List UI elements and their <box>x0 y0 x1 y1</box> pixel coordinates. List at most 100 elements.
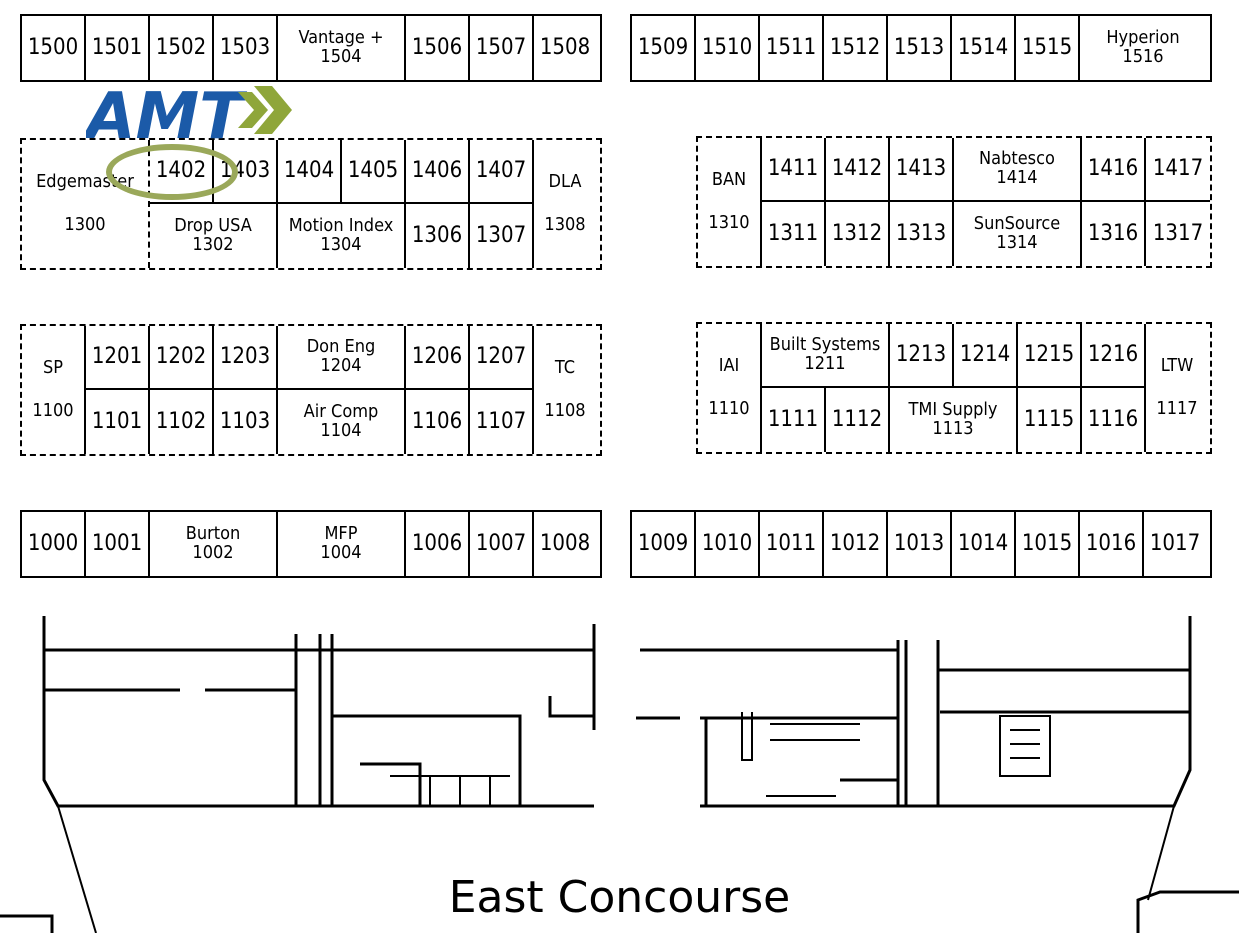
booth-1216[interactable]: 1216 <box>1082 324 1146 388</box>
booth-1108-tc[interactable]: TC 1108 <box>534 326 596 454</box>
booth-1006[interactable]: 1006 <box>406 512 470 576</box>
booth-1513[interactable]: 1513 <box>888 16 952 80</box>
booth-1215[interactable]: 1215 <box>1018 324 1082 388</box>
booth-1117-ltw[interactable]: LTW 1117 <box>1146 324 1208 452</box>
booth-row-1000-right: 1009 1010 1011 1012 1013 1014 1015 1016 … <box>630 510 1212 578</box>
booth-1302-drop-usa[interactable]: Drop USA 1302 <box>150 204 278 268</box>
booth-1515[interactable]: 1515 <box>1016 16 1080 80</box>
booth-1306[interactable]: 1306 <box>406 204 470 268</box>
booth-1111[interactable]: 1111 <box>762 388 826 452</box>
booth-1412[interactable]: 1412 <box>826 138 890 202</box>
booth-1211-built-systems[interactable]: Built Systems 1211 <box>762 324 890 388</box>
booth-1500[interactable]: 1500 <box>22 16 86 80</box>
booth-1110-iai[interactable]: IAI 1110 <box>698 324 762 452</box>
booth-1501[interactable]: 1501 <box>86 16 150 80</box>
booth-1414-nabtesco[interactable]: Nabtesco 1414 <box>954 138 1082 202</box>
booth-block-1200-left: SP 1100 1201 1202 1203 Don Eng 1204 1206… <box>20 324 602 456</box>
booth-1112[interactable]: 1112 <box>826 388 890 452</box>
booth-1416[interactable]: 1416 <box>1082 138 1146 202</box>
booth-1313[interactable]: 1313 <box>890 202 954 266</box>
booth-1507[interactable]: 1507 <box>470 16 534 80</box>
booth-1510[interactable]: 1510 <box>696 16 760 80</box>
booth-block-1400-right: BAN 1310 1411 1412 1413 Nabtesco 1414 14… <box>696 136 1212 268</box>
booth-row-1500-left: 1500 1501 1502 1503 Vantage + 1504 1506 … <box>20 14 602 82</box>
dla-number: 1308 <box>544 214 586 235</box>
booth-1312[interactable]: 1312 <box>826 202 890 266</box>
booth-1004-mfp[interactable]: MFP 1004 <box>278 512 406 576</box>
edgemaster-number: 1300 <box>64 214 106 235</box>
booth-1406[interactable]: 1406 <box>406 140 470 204</box>
booth-1017[interactable]: 1017 <box>1149 531 1201 557</box>
booth-1207[interactable]: 1207 <box>470 326 534 390</box>
booth-1202[interactable]: 1202 <box>150 326 214 390</box>
booth-1214[interactable]: 1214 <box>954 324 1018 388</box>
booth-1012[interactable]: 1012 <box>824 512 888 576</box>
booth-1213[interactable]: 1213 <box>890 324 954 388</box>
booth-1317[interactable]: 1317 <box>1152 221 1204 247</box>
ltw-label: LTW <box>1160 355 1194 377</box>
booth-1314-sunsource[interactable]: SunSource 1314 <box>954 202 1082 266</box>
booth-1502[interactable]: 1502 <box>150 16 214 80</box>
booth-1104-air-comp[interactable]: Air Comp 1104 <box>278 390 406 454</box>
booth-1009[interactable]: 1009 <box>632 512 696 576</box>
booth-1504-vantage[interactable]: Vantage + 1504 <box>278 16 406 80</box>
booth-row-1000-left: 1000 1001 Burton 1002 MFP 1004 1006 1007… <box>20 510 602 578</box>
booth-1010[interactable]: 1010 <box>696 512 760 576</box>
booth-1102[interactable]: 1102 <box>150 390 214 454</box>
booth-block-1200-right: IAI 1110 Built Systems 1211 1213 1214 12… <box>696 322 1212 454</box>
booth-1506[interactable]: 1506 <box>406 16 470 80</box>
booth-1203[interactable]: 1203 <box>214 326 278 390</box>
booth-1204-don-eng[interactable]: Don Eng 1204 <box>278 326 406 390</box>
booth-1002-burton[interactable]: Burton 1002 <box>150 512 278 576</box>
booth-1413[interactable]: 1413 <box>890 138 954 202</box>
booth-1103[interactable]: 1103 <box>214 390 278 454</box>
booth-1000[interactable]: 1000 <box>22 512 86 576</box>
booth-1308-dla[interactable]: DLA 1308 <box>534 140 596 268</box>
booth-1106[interactable]: 1106 <box>406 390 470 454</box>
booth-1509[interactable]: 1509 <box>632 16 696 80</box>
booth-1503[interactable]: 1503 <box>214 16 278 80</box>
booth-1307[interactable]: 1307 <box>470 204 534 268</box>
booth-1206[interactable]: 1206 <box>406 326 470 390</box>
booth-1113-tmi-supply[interactable]: TMI Supply 1113 <box>890 388 1018 452</box>
booth-1100-sp[interactable]: SP 1100 <box>22 326 86 454</box>
booth-1405[interactable]: 1405 <box>342 140 406 204</box>
booth-1007[interactable]: 1007 <box>470 512 534 576</box>
booth-1107[interactable]: 1107 <box>470 390 534 454</box>
booth-1417[interactable]: 1417 <box>1146 138 1210 202</box>
amt-logo-text: AMT <box>86 82 247 144</box>
booth-1016[interactable]: 1016 <box>1080 512 1144 576</box>
booth-1008[interactable]: 1008 <box>539 531 591 557</box>
booth-1508[interactable]: 1508 <box>539 35 591 61</box>
booth-block-1200-center: 1201 1202 1203 Don Eng 1204 1206 1207 11… <box>86 326 534 454</box>
concourse-floorplan <box>0 616 1239 933</box>
booth-1310-ban[interactable]: BAN 1310 <box>698 138 762 266</box>
booth-1101[interactable]: 1101 <box>86 390 150 454</box>
booth-1014[interactable]: 1014 <box>952 512 1016 576</box>
booth-1015[interactable]: 1015 <box>1016 512 1080 576</box>
booth-1512[interactable]: 1512 <box>824 16 888 80</box>
booth-1201[interactable]: 1201 <box>86 326 150 390</box>
highlight-ring-1402 <box>106 144 238 200</box>
booth-1407[interactable]: 1407 <box>470 140 534 204</box>
booth-1013[interactable]: 1013 <box>888 512 952 576</box>
concourse-title: East Concourse <box>448 872 791 923</box>
tc-number: 1108 <box>544 400 586 421</box>
booth-1516-hyperion[interactable]: Hyperion 1516 <box>1106 27 1180 67</box>
booth-1514[interactable]: 1514 <box>952 16 1016 80</box>
amt-logo: AMT <box>81 80 296 154</box>
ltw-number: 1117 <box>1156 398 1198 419</box>
booth-1116[interactable]: 1116 <box>1082 388 1146 452</box>
booth-1311[interactable]: 1311 <box>762 202 826 266</box>
booth-1115[interactable]: 1115 <box>1018 388 1082 452</box>
booth-1011[interactable]: 1011 <box>760 512 824 576</box>
ban-label: BAN <box>711 169 747 191</box>
sp-label: SP <box>42 357 64 379</box>
booth-1511[interactable]: 1511 <box>760 16 824 80</box>
booth-1316[interactable]: 1316 <box>1082 202 1146 266</box>
booth-1001[interactable]: 1001 <box>86 512 150 576</box>
booth-1404[interactable]: 1404 <box>278 140 342 204</box>
booth-1411[interactable]: 1411 <box>762 138 826 202</box>
booth-block-1400-left: Edgemaster 1300 1402 1403 1404 1405 1406… <box>20 138 602 270</box>
booth-1304-motion-index[interactable]: Motion Index 1304 <box>278 204 406 268</box>
